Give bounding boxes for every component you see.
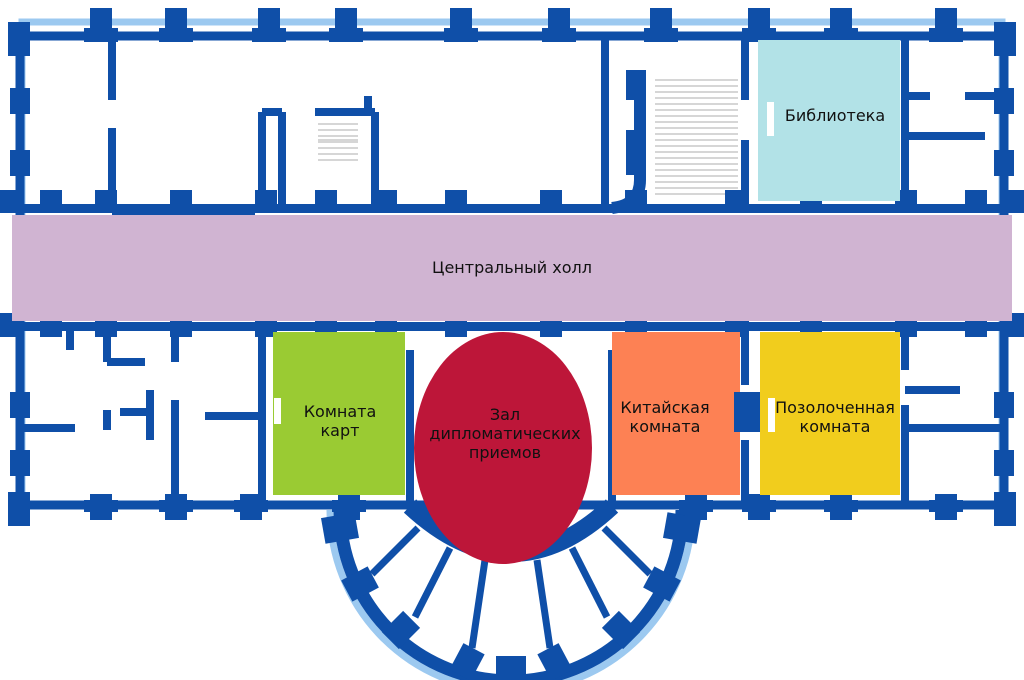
north-pilaster [450, 8, 472, 34]
corner-pilaster [8, 22, 30, 56]
south-pilaster-cap [742, 500, 776, 512]
hall-north-wall [0, 204, 1024, 213]
north-pilaster [165, 8, 187, 34]
east-pilaster [994, 450, 1014, 476]
east-pilaster [994, 88, 1014, 114]
corner-pilaster [994, 492, 1016, 526]
south-pilaster-cap [84, 500, 118, 512]
service-staircase [318, 123, 358, 161]
south-pilaster-cap [824, 500, 858, 512]
corner-pilaster [994, 22, 1016, 56]
china-room-area [612, 332, 740, 495]
doorways [274, 102, 775, 456]
north-pilaster [650, 8, 672, 34]
interior-walls [20, 36, 1004, 505]
east-pilaster [994, 392, 1014, 418]
map-room-area [273, 332, 405, 495]
north-pilaster [90, 8, 112, 34]
north-pilaster [830, 8, 852, 34]
south-pilaster-cap [679, 500, 713, 512]
north-pilaster-cap [824, 28, 858, 42]
east-pilaster [994, 150, 1014, 176]
center-hall-area [12, 215, 1012, 321]
north-pilaster [335, 8, 357, 34]
north-pilaster-cap [742, 28, 776, 42]
west-pilaster [10, 450, 30, 476]
north-pilaster-cap [329, 28, 363, 42]
north-pilaster-cap [252, 28, 286, 42]
south-pilaster-cap [332, 500, 366, 512]
west-pilaster [10, 88, 30, 114]
hall-south-wall [0, 322, 1024, 331]
library-area [758, 40, 900, 201]
north-pilaster [258, 8, 280, 34]
grand-staircase [655, 79, 738, 195]
corner-pilaster [8, 492, 30, 526]
south-pilaster-cap [929, 500, 963, 512]
vermeil-room-area [760, 332, 900, 495]
north-pilaster-cap [159, 28, 193, 42]
north-pilaster-cap [644, 28, 678, 42]
north-pilaster-cap [444, 28, 478, 42]
north-pilaster-cap [542, 28, 576, 42]
north-pilaster [935, 8, 957, 34]
north-pilaster-cap [929, 28, 963, 42]
portico-ribs [369, 525, 653, 649]
west-pilaster [10, 150, 30, 176]
south-pilaster-cap [159, 500, 193, 512]
north-pilaster [548, 8, 570, 34]
west-pilaster [10, 392, 30, 418]
portico-pillars [321, 512, 701, 680]
north-pilaster [748, 8, 770, 34]
diplomatic-reception-room-area [414, 332, 592, 564]
